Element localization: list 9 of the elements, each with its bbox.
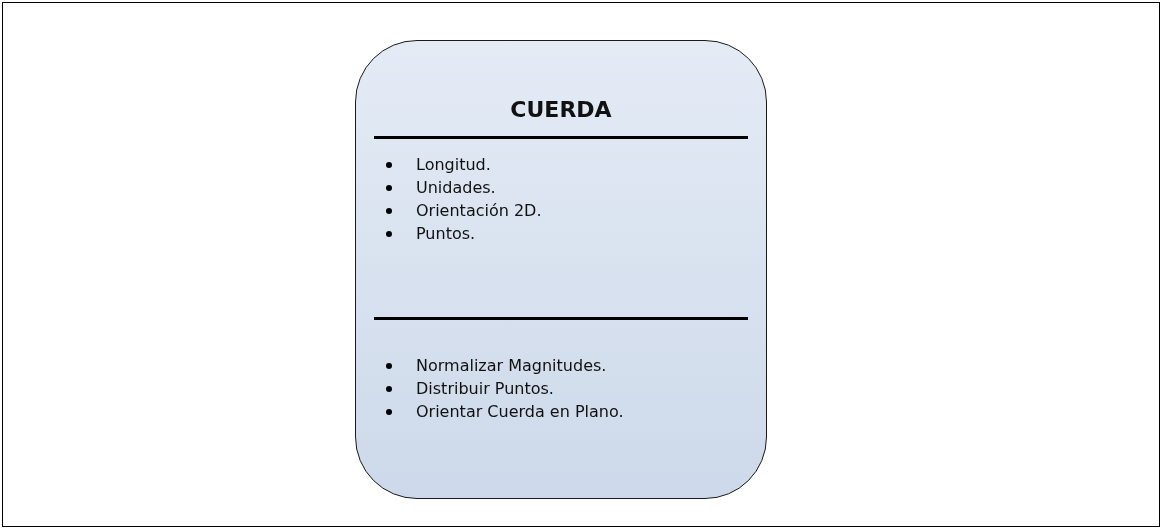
list-item: Orientación 2D. — [386, 199, 748, 222]
class-title: CUERDA — [509, 96, 613, 124]
class-box — [355, 40, 767, 499]
list-item: Puntos. — [386, 222, 748, 245]
list-item: Longitud. — [386, 153, 748, 176]
list-item: Distribuir Puntos. — [386, 377, 748, 400]
list-item: Orientar Cuerda en Plano. — [386, 400, 748, 423]
list-item: Unidades. — [386, 176, 748, 199]
list-item: Normalizar Magnitudes. — [386, 354, 748, 377]
